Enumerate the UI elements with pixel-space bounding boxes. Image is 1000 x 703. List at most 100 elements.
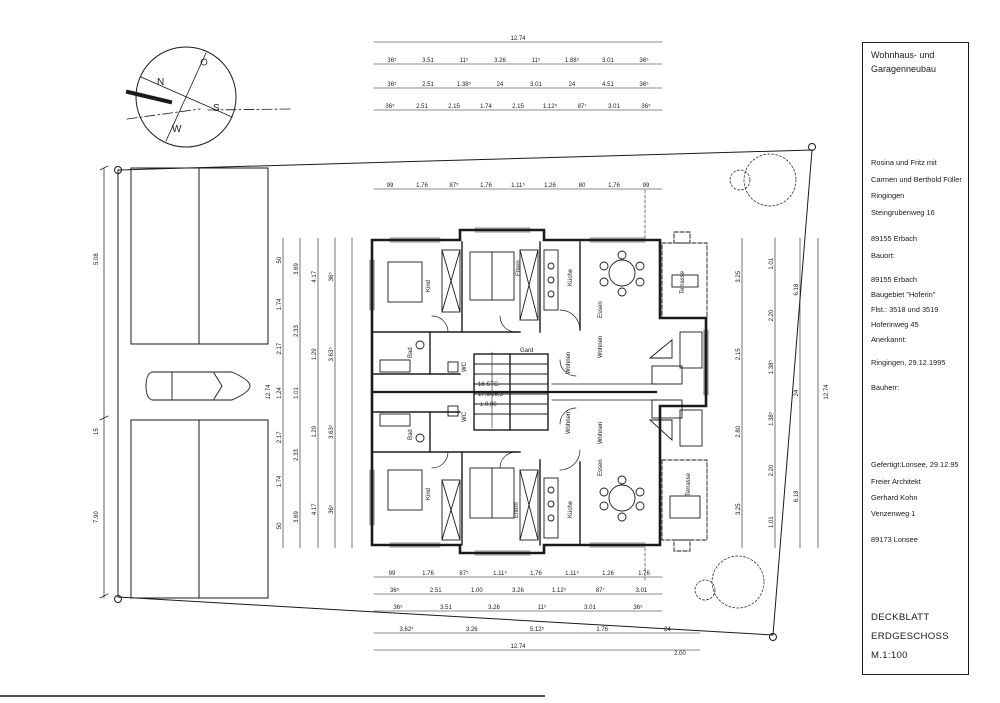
dim-top-a-4: 11⁵ bbox=[532, 57, 541, 64]
site-label: Bauort: bbox=[871, 251, 895, 260]
dim-left-d-1: 3.63⁵ bbox=[328, 347, 335, 362]
dim-bottom-total: 12.74 bbox=[510, 644, 526, 650]
dim-right-total: 12.74 bbox=[824, 384, 830, 400]
site-line-1: 89155 Erbach bbox=[871, 275, 918, 284]
dim-top-a-0: 36⁵ bbox=[387, 57, 397, 64]
dim-top-c-2: 2.15 bbox=[448, 104, 460, 110]
dim-top-d-0: 99 bbox=[387, 183, 394, 189]
dim-bottom-a-0: 99 bbox=[389, 571, 396, 577]
room-wohnen-upper-a: Wohnen bbox=[598, 336, 604, 358]
room-gard: Gard bbox=[520, 348, 533, 354]
owner-line-1: Rosina und Fritz mit bbox=[871, 158, 937, 167]
dim-bottom-extra: 2.00 bbox=[674, 651, 686, 657]
dim-bottom-a-1: 1.76 bbox=[422, 571, 434, 577]
dim-bottom-b-2: 1.00 bbox=[471, 588, 483, 594]
owner-line-5: 89155 Erbach bbox=[871, 234, 918, 243]
prepared-line: Gefertigt:Lonsee, 29.12.95 bbox=[871, 460, 959, 469]
dim-bottom-a-3: 1.11⁵ bbox=[493, 570, 507, 577]
room-wc-lower: WC bbox=[462, 411, 468, 422]
site-line-3: Flst.: 3518 und 3519 bbox=[871, 305, 939, 314]
dim-top-d-8: 99 bbox=[643, 183, 650, 189]
dim-top-b-2: 1.38⁵ bbox=[457, 81, 472, 88]
terraces bbox=[661, 231, 708, 552]
dim-right-a-2: 2.80 bbox=[736, 425, 742, 437]
dim-right-a-0: 3.25 bbox=[736, 270, 742, 282]
dim-bottom-a-6: 1.26 bbox=[602, 571, 614, 577]
dim-bottom-a-7: 1.76 bbox=[638, 571, 650, 577]
dim-top-a-6: 3.01 bbox=[602, 58, 614, 64]
owner-line-4: Steingrubenweg 16 bbox=[871, 208, 935, 217]
dim-top-c-1: 2.51 bbox=[416, 104, 428, 110]
car-icon bbox=[145, 371, 251, 401]
dim-left-a-4: 2.17 bbox=[277, 431, 283, 443]
dim-left-b-3: 2.33 bbox=[294, 449, 300, 461]
dim-bottom-c-2: 3.26 bbox=[488, 605, 500, 611]
dim-left-b-4: 3.69 bbox=[294, 511, 300, 523]
dim-bottom-c-1: 3.51 bbox=[440, 605, 452, 611]
dim-right-b-4: 2.20 bbox=[769, 464, 775, 476]
dim-bottom-c-4: 3.01 bbox=[584, 605, 596, 611]
dim-right-b-2: 1.38⁵ bbox=[768, 360, 775, 375]
dim-bottom-c-0: 36⁵ bbox=[393, 604, 403, 611]
dim-top-b-3: 24 bbox=[497, 82, 504, 88]
dim-top-a-2: 11⁵ bbox=[460, 57, 469, 64]
dim-bottom-d-4: 24 bbox=[664, 627, 671, 633]
dim-top-d-5: 1.26 bbox=[544, 183, 556, 189]
dim-top-c-8: 36⁵ bbox=[641, 103, 651, 110]
approved-label: Anerkannt: bbox=[871, 335, 907, 344]
room-bad-upper: Bad bbox=[408, 347, 414, 358]
room-wohnen-lower-a: Wohnen bbox=[566, 412, 572, 434]
dim-right-a-3: 3.25 bbox=[736, 503, 742, 515]
dim-left-a-5: 1.74 bbox=[277, 475, 283, 487]
dim-right-c-1: 24 bbox=[794, 389, 800, 396]
dim-bottom-b-5: 87⁷ bbox=[596, 587, 605, 594]
site-dim-mid: 15 bbox=[94, 428, 100, 435]
site-boundary bbox=[99, 143, 816, 641]
dim-right-b-3: 1.38⁵ bbox=[768, 411, 775, 426]
dim-right-c-0: 6.18 bbox=[794, 283, 800, 295]
interior-walls bbox=[370, 241, 658, 546]
dim-left-a-6: 50 bbox=[277, 522, 283, 529]
north-arrow-icon: N S W bbox=[125, 46, 293, 148]
dim-left-b-0: 3.69 bbox=[294, 263, 300, 275]
room-wohnen-upper-b: Wohnen bbox=[566, 352, 572, 374]
dim-left-a-3: 1.24 bbox=[277, 387, 283, 399]
sheet-title-1: DECKBLATT bbox=[871, 612, 930, 623]
architect-street: Venzenweg 1 bbox=[871, 509, 916, 518]
dim-left-c-2: 1.29 bbox=[312, 425, 318, 437]
dim-top-c-6: 87⁷ bbox=[578, 103, 587, 110]
dim-bottom-d-3: 1.76 bbox=[596, 627, 608, 633]
building-walls bbox=[370, 228, 708, 555]
south-label: S bbox=[213, 103, 220, 114]
room-terrasse-upper: Terrasse bbox=[680, 270, 686, 294]
site-line-4: Hoferinweg 45 bbox=[871, 320, 919, 329]
project-title-1: Wohnhaus- und bbox=[871, 50, 935, 60]
dim-bottom-c-3: 11⁵ bbox=[538, 604, 547, 611]
client-label: Bauherr: bbox=[871, 383, 900, 392]
architect-name: Gerhard Kohn bbox=[871, 493, 918, 502]
dim-right-b-0: 1.01 bbox=[769, 257, 775, 269]
room-wohnen-lower-b: Wohnen bbox=[598, 422, 604, 444]
room-eltern-lower: Eltern bbox=[514, 502, 520, 518]
dim-left-a-1: 1.74 bbox=[277, 298, 283, 310]
dim-top-b-4: 3.01 bbox=[530, 82, 542, 88]
dim-bottom-d-1: 3.26 bbox=[466, 627, 478, 633]
dim-top-c-5: 1.12⁵ bbox=[543, 103, 558, 110]
room-essen-upper: Essen bbox=[598, 301, 604, 318]
windows bbox=[369, 227, 709, 556]
dim-bottom-b-0: 36⁵ bbox=[390, 587, 400, 594]
dim-top-d-7: 1.76 bbox=[608, 183, 620, 189]
stair-ratio: 17,5/26,3 bbox=[478, 392, 504, 398]
dim-top-d-3: 1.76 bbox=[480, 183, 492, 189]
dim-right-b-1: 2.20 bbox=[769, 309, 775, 321]
room-kueche-upper: Küche bbox=[568, 268, 574, 286]
dim-top-a-1: 3.51 bbox=[422, 58, 434, 64]
dim-top-b-0: 36⁵ bbox=[387, 81, 397, 88]
owner-line-2: Carmen und Berthold Füller bbox=[871, 175, 962, 184]
dim-top-a-7: 36⁵ bbox=[639, 57, 649, 64]
dim-left-a-2: 2.17 bbox=[277, 342, 283, 354]
dim-bottom-a-5: 1.11⁵ bbox=[565, 570, 579, 577]
room-terrasse-lower: Terrasse bbox=[686, 472, 692, 496]
dimension-lines bbox=[282, 41, 819, 651]
